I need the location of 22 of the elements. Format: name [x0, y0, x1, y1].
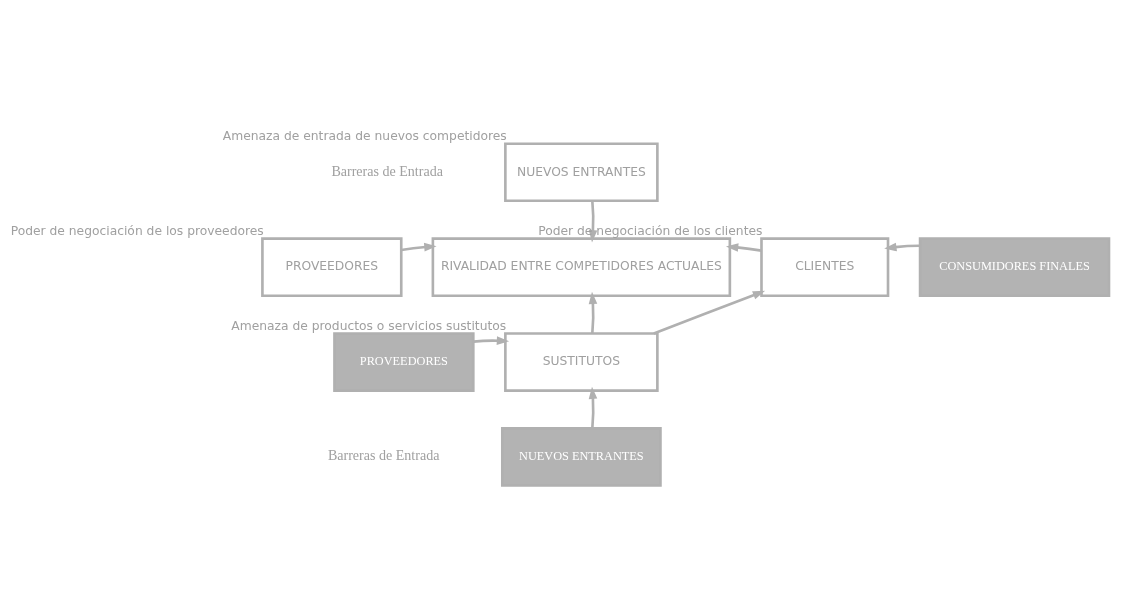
- arrow: [588, 386, 598, 428]
- node-box: PROVEEDORES: [333, 331, 475, 392]
- node-label: Poder de negociación de los clientes: [538, 223, 763, 238]
- node-box: CONSUMIDORES FINALES: [918, 236, 1111, 297]
- node-label: Poder de negociación de los proveedores: [10, 223, 264, 238]
- arrow: [884, 242, 920, 251]
- arrow: [401, 242, 437, 251]
- node-box: CLIENTES: [760, 236, 890, 297]
- node-box: NUEVOS ENTRANTES: [504, 141, 659, 202]
- label: Barreras de Entrada: [327, 446, 440, 463]
- label: Barreras de Entrada: [331, 162, 443, 179]
- node-box: SUSTITUTOS: [504, 331, 659, 392]
- node-label: Amenaza de entrada de nuevos competidores: [222, 128, 507, 143]
- arrow: [588, 291, 598, 334]
- node-label: Amenaza de productos o servicios sustitutos: [231, 318, 507, 333]
- arrow: [588, 200, 598, 242]
- node-box: NUEVOS ENTRANTES: [500, 426, 662, 487]
- node-box: PROVEEDORES: [261, 236, 403, 297]
- node-box: RIVALIDAD ENTRE COMPETIDORES ACTUALES: [431, 236, 732, 297]
- arrow: [653, 290, 766, 335]
- arrow: [473, 335, 510, 345]
- arrow: [725, 242, 762, 252]
